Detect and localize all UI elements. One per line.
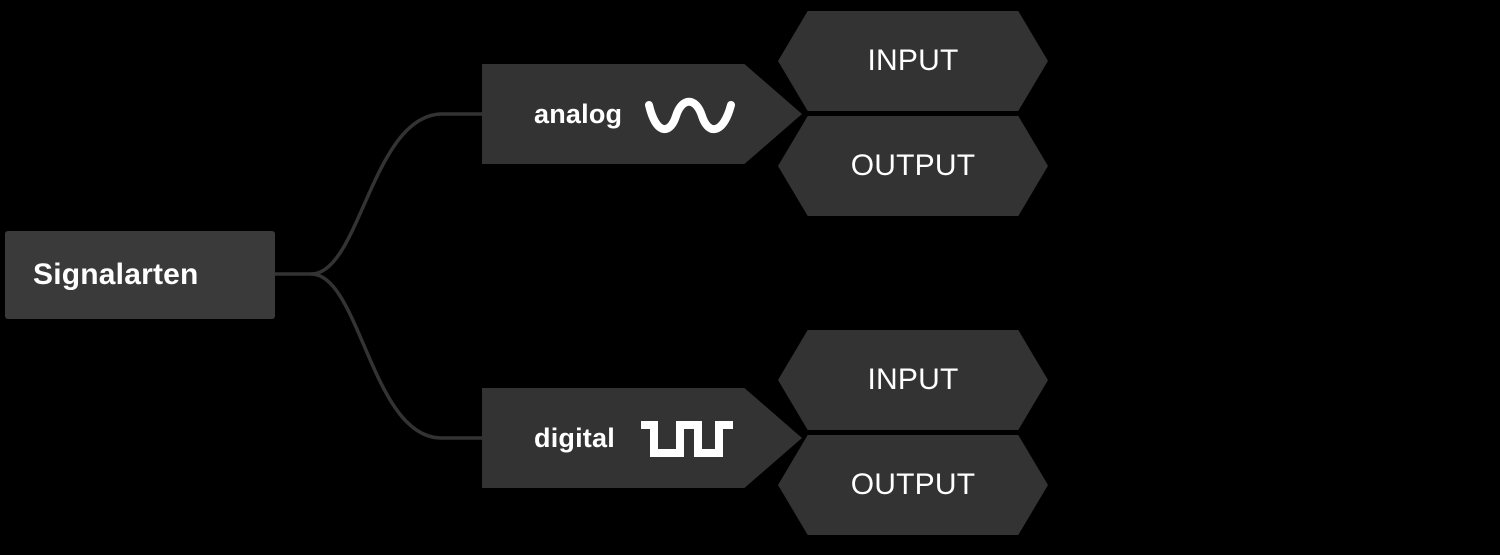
branch-node-analog-label: analog	[534, 98, 623, 129]
leaf-node-digital-input[interactable]: INPUT	[778, 330, 1048, 430]
root-node[interactable]: Signalarten	[5, 231, 275, 319]
leaf-node-digital-output-label: OUTPUT	[850, 468, 976, 501]
leaf-node-analog-input[interactable]: INPUT	[778, 11, 1048, 111]
leaf-node-analog-output[interactable]: OUTPUT	[778, 116, 1048, 216]
leaf-node-analog-input-label: INPUT	[867, 44, 959, 77]
square-wave-icon	[637, 415, 737, 461]
connector-root-to-analog	[310, 112, 484, 276]
root-node-label: Signalarten	[33, 258, 199, 291]
branch-node-digital-label: digital	[534, 422, 615, 453]
leaf-node-digital-output[interactable]: OUTPUT	[778, 435, 1048, 535]
leaf-node-digital-input-label: INPUT	[867, 363, 959, 396]
leaf-node-analog-output-label: OUTPUT	[850, 149, 976, 182]
connector-root-to-digital	[310, 272, 484, 440]
sine-wave-icon	[644, 91, 736, 137]
branch-node-analog[interactable]: analog	[482, 64, 802, 164]
branch-node-digital[interactable]: digital	[482, 388, 802, 488]
